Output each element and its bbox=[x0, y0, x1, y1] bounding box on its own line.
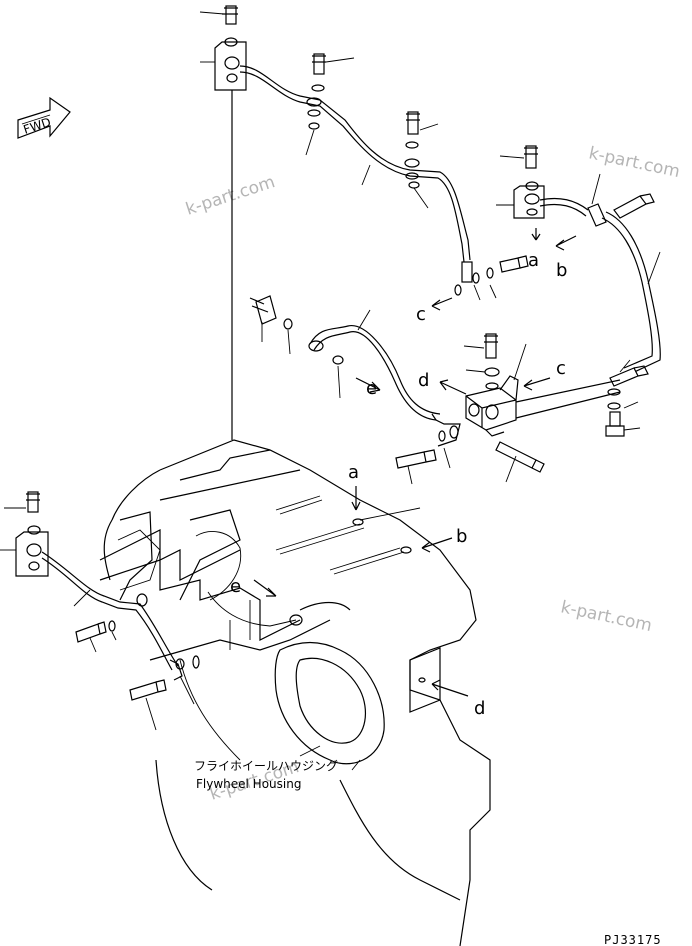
bolt-joint-2 bbox=[361, 111, 439, 209]
drawing-number: PJ33175 bbox=[604, 933, 662, 946]
svg-text:b: b bbox=[556, 260, 567, 281]
housing-label-jp: フライホイールハウジング bbox=[194, 759, 338, 773]
watermark: k-part.com bbox=[559, 597, 654, 636]
pipe-e-assembly: e bbox=[249, 295, 461, 485]
svg-text:d: d bbox=[418, 370, 429, 391]
housing-label-en: Flywheel Housing bbox=[196, 777, 301, 791]
bolt-joint-1 bbox=[305, 53, 355, 156]
svg-text:e: e bbox=[366, 378, 377, 399]
watermark: k-part.com bbox=[183, 172, 277, 220]
svg-text:a: a bbox=[348, 462, 359, 483]
svg-text:c: c bbox=[416, 304, 426, 325]
right-lower-bolts bbox=[605, 359, 649, 437]
svg-text:c: c bbox=[556, 358, 566, 379]
top-left-bracket-assembly bbox=[199, 5, 247, 440]
fitting-c-joint: c bbox=[416, 255, 529, 325]
watermark: k-part.com bbox=[587, 143, 682, 182]
upper-right-bracket-assembly: a b bbox=[496, 145, 661, 375]
valve-block: c d bbox=[418, 333, 621, 483]
lubrication-tube bbox=[239, 65, 471, 261]
svg-text:e: e bbox=[230, 576, 241, 597]
svg-text:d: d bbox=[474, 698, 485, 719]
svg-text:FWD: FWD bbox=[22, 115, 53, 137]
fwd-arrow-icon: FWD bbox=[17, 96, 71, 139]
left-bracket-assembly bbox=[0, 491, 200, 731]
flywheel-housing: a b e d bbox=[99, 439, 491, 946]
svg-text:b: b bbox=[456, 526, 467, 547]
svg-text:a: a bbox=[528, 250, 539, 271]
